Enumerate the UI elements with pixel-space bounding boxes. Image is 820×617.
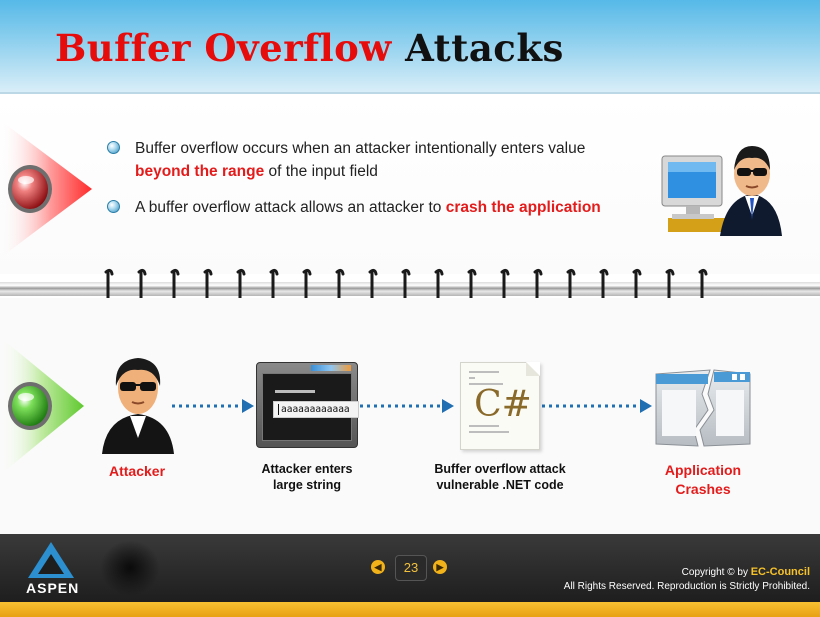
slide-pager: ◀ 23 ▶ <box>371 555 449 581</box>
label-text: Attacker <box>108 463 166 479</box>
bullet-highlight: crash the application <box>445 199 601 216</box>
text-cursor <box>278 404 279 415</box>
large-string-input[interactable]: aaaaaaaaaaaa <box>273 401 359 418</box>
bullet-text: A buffer overflow attack allows an attac… <box>135 199 446 216</box>
rights-text: All Rights Reserved. Reproduction is Str… <box>563 581 810 592</box>
code-line <box>469 425 499 427</box>
bullet-text: Buffer overflow occurs when an attacker … <box>135 140 586 157</box>
bullet-highlight: beyond the range <box>135 163 265 180</box>
prev-slide-button[interactable]: ◀ <box>371 560 385 574</box>
label-attacker: Attacker <box>96 462 178 481</box>
bullet-dot-icon <box>107 200 120 213</box>
bullet-text: of the input field <box>264 163 378 180</box>
footer-shadow <box>100 540 160 596</box>
code-document-icon: C# <box>460 362 540 450</box>
bullet-dot-icon <box>107 141 120 154</box>
label-attacker-enters: Attacker enters large string <box>242 461 372 493</box>
slide-header <box>0 0 820 92</box>
bullet-item: Buffer overflow occurs when an attacker … <box>107 137 627 183</box>
next-slide-button[interactable]: ▶ <box>433 560 447 574</box>
label-text: Application <box>664 462 742 478</box>
code-line <box>469 431 509 433</box>
window-controls <box>311 365 351 371</box>
input-window: aaaaaaaaaaaa <box>256 362 359 448</box>
title-black-part: Attacks <box>405 26 564 70</box>
green-gem-icon <box>0 337 84 475</box>
bullet-item: A buffer overflow attack allows an attac… <box>107 196 627 219</box>
footer-gold-bar <box>0 602 820 617</box>
binder-rail <box>0 282 820 296</box>
code-line <box>469 371 499 373</box>
label-application-crashes: Application Crashes <box>648 461 758 499</box>
label-text: Attacker enters <box>261 462 353 476</box>
label-vulnerable-code: Buffer overflow attack vulnerable .NET c… <box>420 461 580 493</box>
label-text: Crashes <box>675 481 731 497</box>
window-line <box>275 390 315 393</box>
flow-arrow-icon <box>172 399 254 413</box>
flow-arrow-icon <box>542 399 652 413</box>
slide-title: Buffer Overflow Attacks <box>55 26 564 70</box>
chevron-left-icon: ◀ <box>374 562 382 572</box>
hacker-computer-icon <box>661 146 782 236</box>
aspen-logo-icon <box>28 542 74 578</box>
crashed-window-icon <box>655 369 751 447</box>
code-line <box>469 377 475 379</box>
code-line <box>469 383 503 385</box>
input-value: aaaaaaaaaaaa <box>281 404 350 415</box>
bullet-list: Buffer overflow occurs when an attacker … <box>107 137 627 232</box>
attacker-icon <box>102 358 174 454</box>
copyright-notice: Copyright © by EC-Council All Rights Res… <box>564 565 810 594</box>
red-gem-icon <box>0 120 92 258</box>
header-divider <box>0 92 820 94</box>
page-fold <box>526 362 540 376</box>
flow-arrow-icon <box>360 399 454 413</box>
page-number: 23 <box>395 555 427 581</box>
title-red-part: Buffer Overflow <box>55 26 392 70</box>
csharp-glyph: C# <box>474 384 532 425</box>
copyright-prefix: Copyright © by <box>681 567 751 578</box>
aspen-logo-text: ASPEN <box>26 580 80 596</box>
label-text: vulnerable .NET code <box>436 478 564 492</box>
label-text: Buffer overflow attack <box>434 462 566 476</box>
label-text: large string <box>272 478 342 492</box>
chevron-right-icon: ▶ <box>436 562 444 572</box>
copyright-brand: EC-Council <box>750 566 810 578</box>
